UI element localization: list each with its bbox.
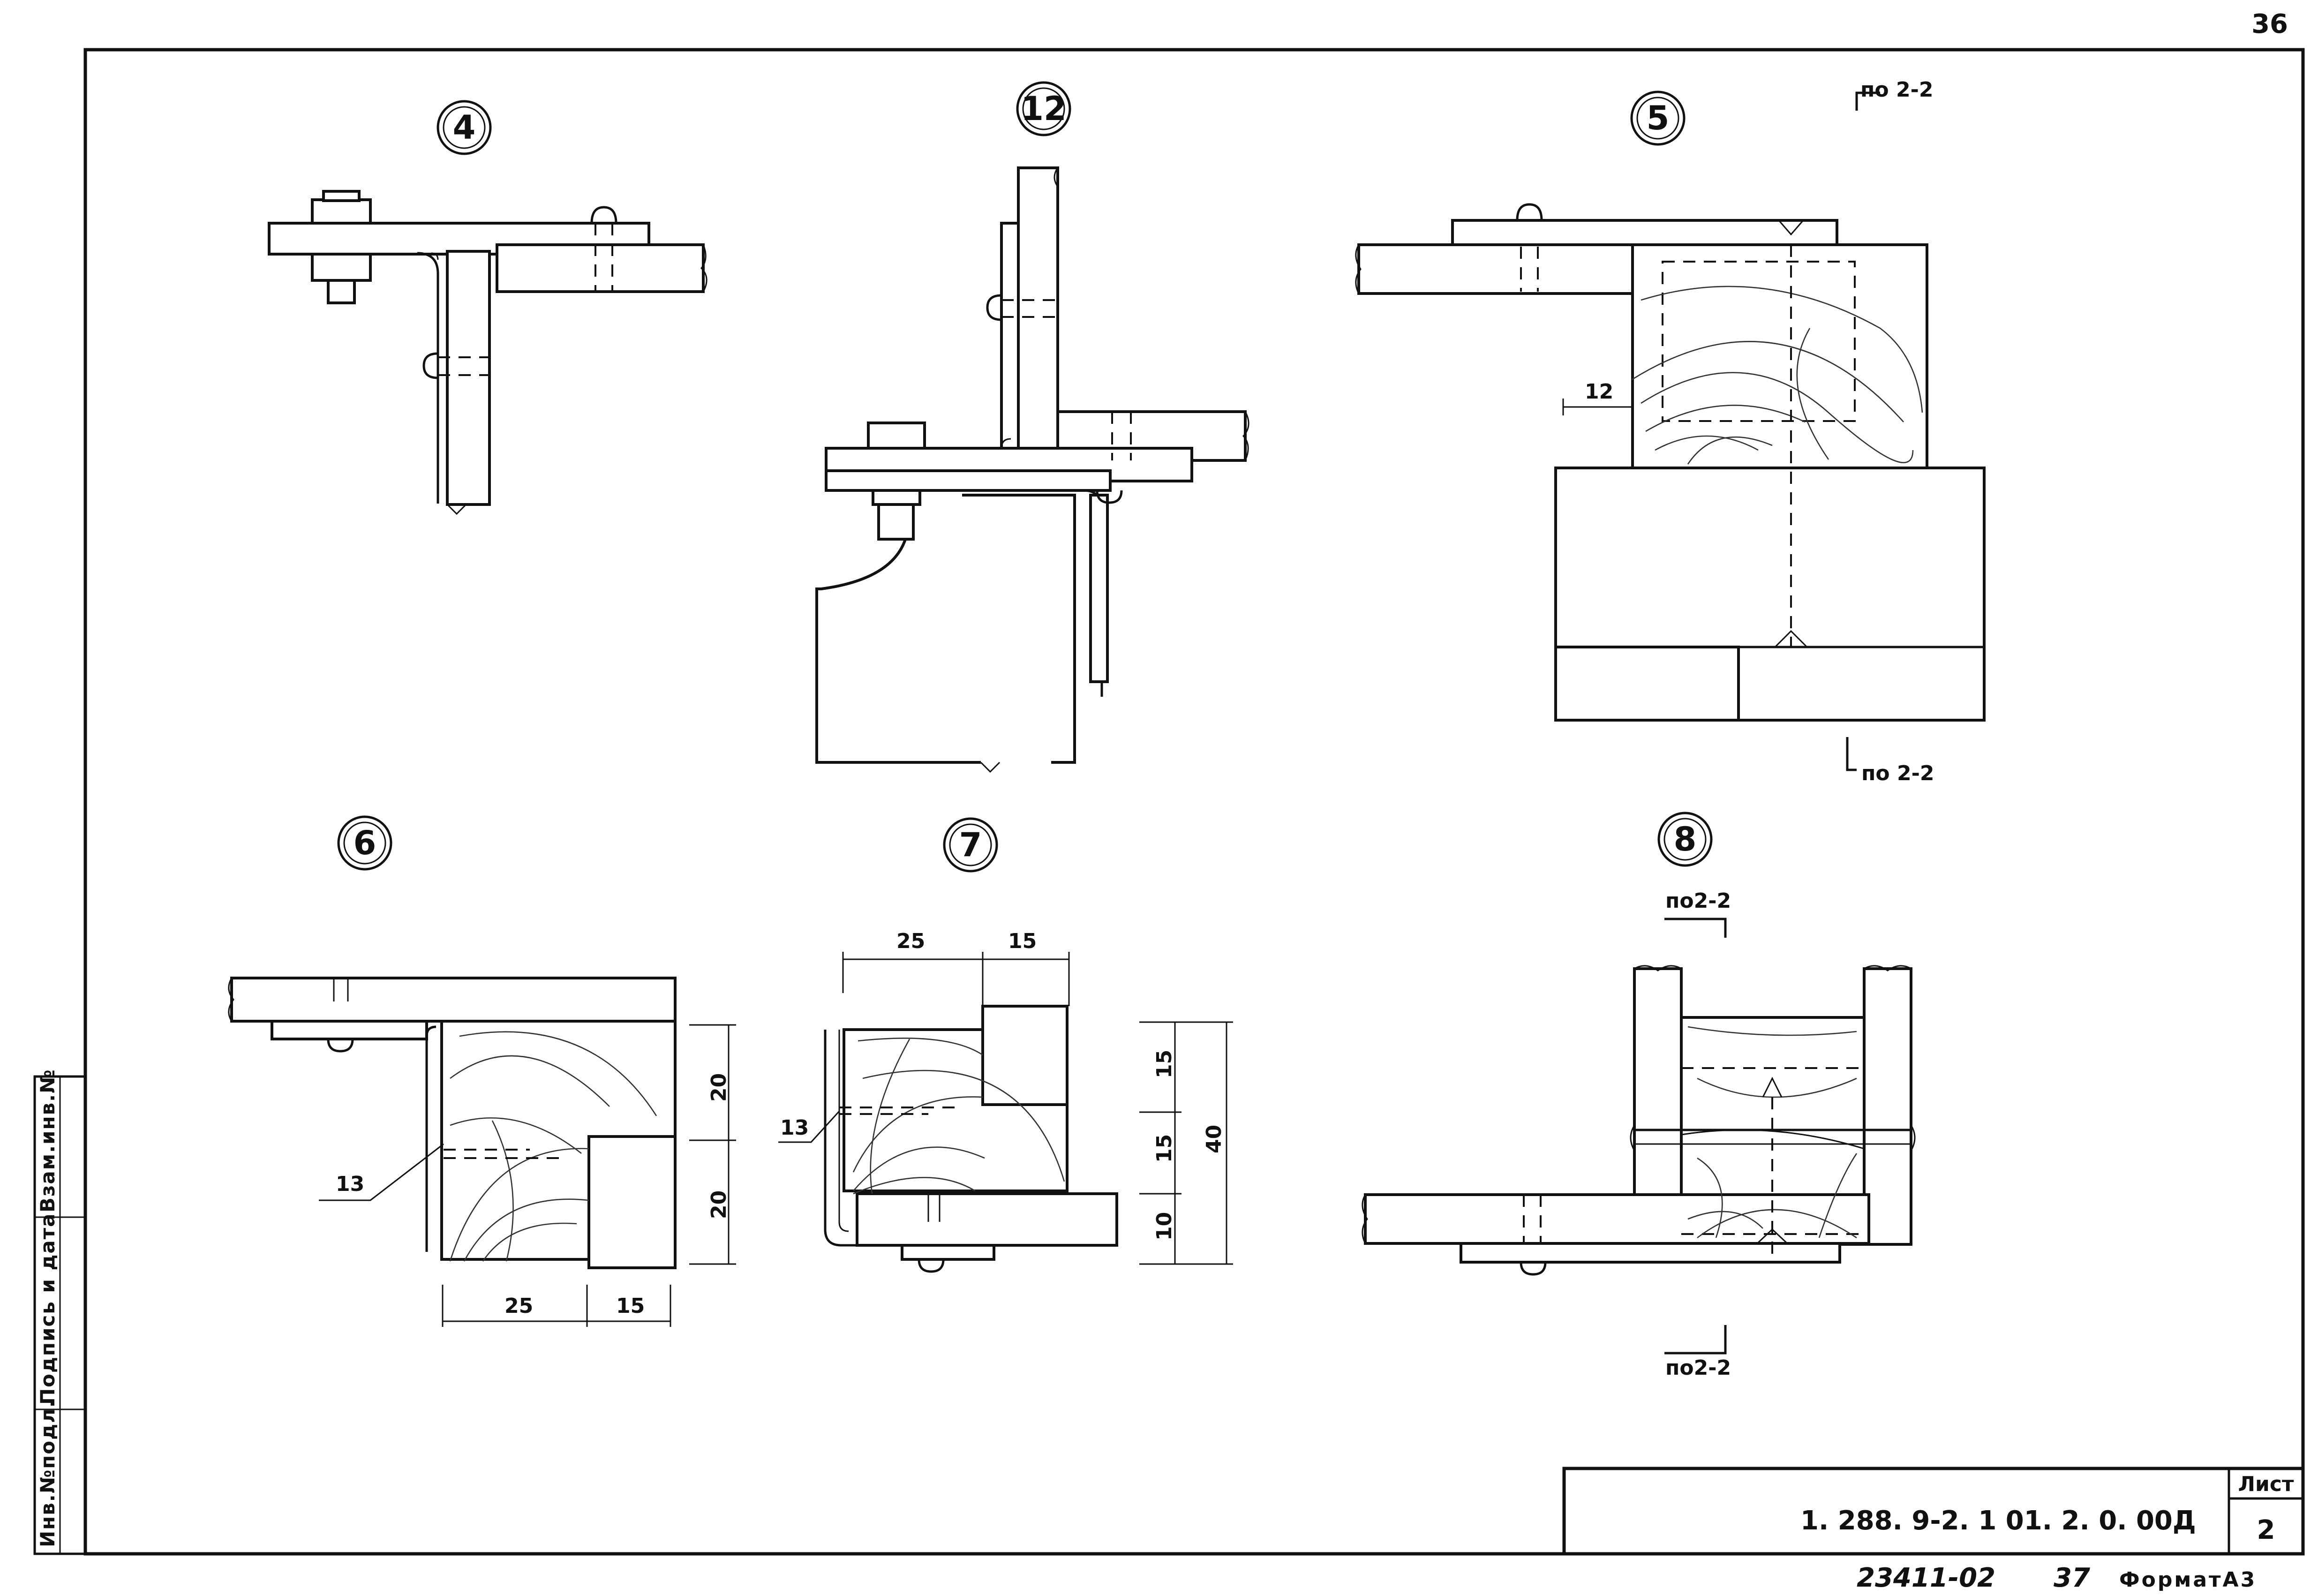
detail-5-drawing: 5 по 2-2 по 2-2 12 xyxy=(1355,78,1986,785)
detail-4-callout xyxy=(437,100,492,155)
page-number: 36 xyxy=(2251,9,2288,39)
detail-6-callout xyxy=(337,815,392,871)
detail-4-number: 4 xyxy=(453,108,476,147)
title-block: 1. 288. 9-2. 1 01. 2. 0. 00Д Лист 2 xyxy=(1562,1467,2305,1556)
sheet-number: 2 xyxy=(2257,1515,2275,1545)
section-ref-d5-bottom: по 2-2 xyxy=(1861,761,1934,785)
sheet-label: Лист xyxy=(2238,1472,2294,1496)
detail-6-drawing: 6 20 20 25 15 13 xyxy=(228,815,736,1327)
stamp-inv-podl-label: Инв.№подл. xyxy=(36,1399,59,1547)
d6-leader-13: 13 xyxy=(336,1172,364,1196)
detail-12-number: 12 xyxy=(1021,90,1066,128)
d6-dim-h1: 20 xyxy=(707,1073,731,1102)
detail-8-drawing: 8 по2-2 по2-2 xyxy=(1362,812,1916,1380)
d5-dim-offset: 12 xyxy=(1585,380,1613,404)
detail-5-number: 5 xyxy=(1647,99,1670,137)
drawing-code: 1. 288. 9-2. 1 01. 2. 0. 00Д xyxy=(1800,1506,2196,1536)
detail-4-drawing: 4 xyxy=(268,100,707,515)
stamp-podpis-label: Подпись и дата xyxy=(36,1213,59,1405)
order-number: 23411-02 xyxy=(1857,1563,1995,1593)
d6-dim-h2: 20 xyxy=(707,1190,731,1219)
d7-dim-h1: 15 xyxy=(1152,1050,1176,1078)
detail-6-number: 6 xyxy=(354,824,376,862)
detail-7-number: 7 xyxy=(959,826,982,864)
detail-8-number: 8 xyxy=(1674,820,1697,858)
stamp-vzam-label: Взам.инв.№ xyxy=(36,1069,59,1212)
detail-7-drawing: 7 25 15 15 15 10 40 13 xyxy=(778,817,1233,1273)
d7-dim-h2: 15 xyxy=(1152,1134,1176,1163)
detail-8-callout xyxy=(1657,812,1713,867)
section-ref-d8-top: по2-2 xyxy=(1665,889,1731,913)
d7-leader-13: 13 xyxy=(780,1116,809,1140)
detail-12-drawing: 12 xyxy=(815,81,1249,773)
sheet-frame xyxy=(83,48,2305,1556)
d7-dim-w2: 15 xyxy=(1008,929,1037,953)
side-stamp: Взам.инв.№ Подпись и дата Инв.№подл. xyxy=(33,1069,87,1555)
detail-7-callout xyxy=(943,817,998,873)
format-label: ФорматА3 xyxy=(2119,1568,2257,1592)
detail-12-callout xyxy=(1016,81,1071,136)
d7-dim-total: 40 xyxy=(1202,1125,1226,1153)
copy-number: 37 xyxy=(2054,1563,2090,1593)
section-ref-d8-bottom: по2-2 xyxy=(1665,1356,1731,1380)
d7-dim-h3: 10 xyxy=(1152,1212,1176,1241)
d7-dim-w1: 25 xyxy=(896,929,925,953)
d6-dim-w2: 15 xyxy=(616,1294,645,1318)
detail-5-callout xyxy=(1630,90,1686,146)
d6-dim-w1: 25 xyxy=(504,1294,533,1318)
section-ref-d5-top: по 2-2 xyxy=(1860,78,1933,102)
